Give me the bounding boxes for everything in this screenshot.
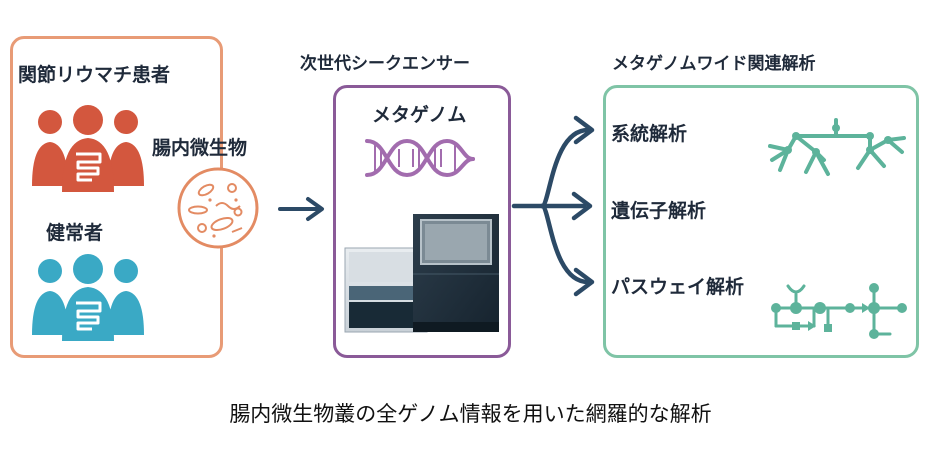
branching-arrows [511, 115, 595, 297]
pathway-network-icon [771, 283, 907, 339]
analysis-item-gene: 遺伝子解析 [611, 200, 707, 222]
metagenome-label: メタゲノム [372, 104, 467, 126]
patients-label: 関節リウマチ患者 [18, 64, 171, 86]
sequencer-header: 次世代シークエンサー [300, 54, 470, 74]
arrow-to-sequencer [278, 197, 324, 221]
analysis-item-phylogenetic: 系統解析 [611, 123, 688, 145]
analysis-item-pathway: パスウェイ解析 [611, 276, 745, 298]
phylogenetic-tree-icon [768, 118, 906, 176]
dna-icon [365, 138, 475, 178]
analysis-header: メタゲノムワイド関連解析 [612, 54, 816, 74]
healthy-label: 健常者 [46, 222, 104, 244]
patients-people-icon [32, 105, 144, 192]
sequencer-machine-icon [344, 214, 499, 333]
microbe-dish-icon [177, 167, 259, 249]
right-panel [603, 85, 919, 358]
microbiome-label: 腸内微生物 [152, 137, 248, 159]
caption: 腸内微生物叢の全ゲノム情報を用いた網羅的な解析 [229, 402, 712, 426]
healthy-people-icon [32, 254, 144, 341]
